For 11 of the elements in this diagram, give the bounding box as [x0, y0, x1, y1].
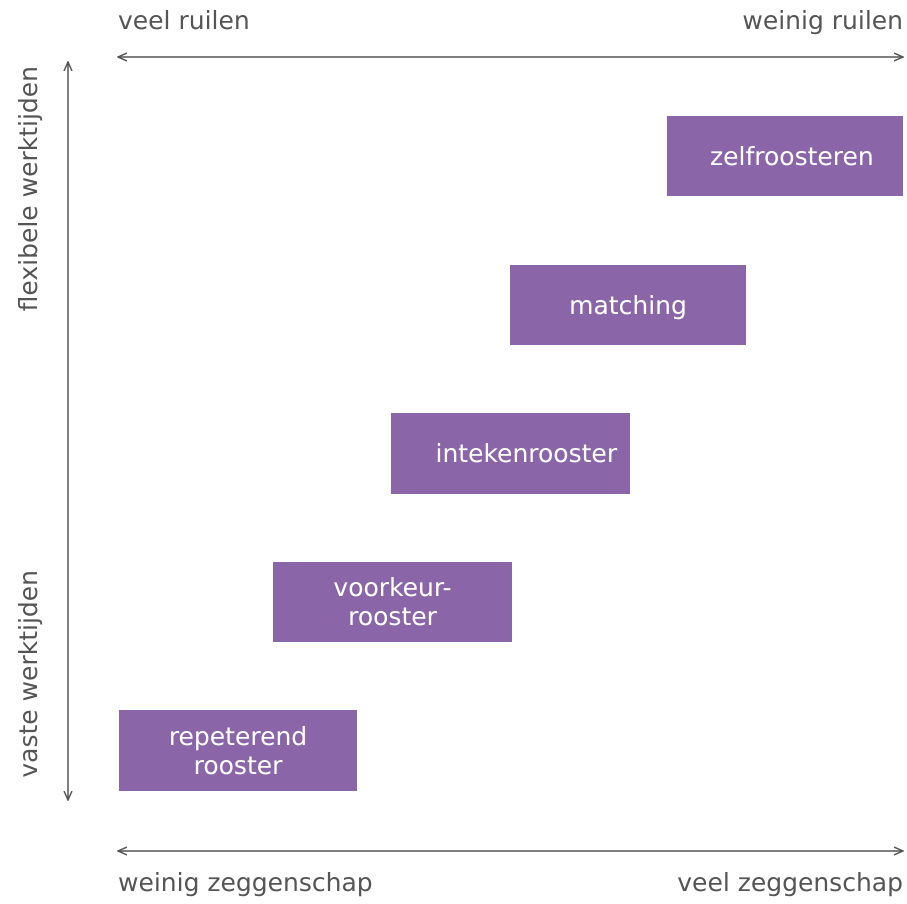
axis-label: veel zeggenschap	[677, 868, 903, 897]
axis-label: flexibele werktijden	[14, 66, 43, 312]
approach-box: repeterend rooster	[119, 710, 357, 791]
axis-label: weinig zeggenschap	[118, 868, 373, 897]
approach-box: matching	[510, 265, 746, 345]
approach-box: zelfroosteren	[667, 116, 903, 196]
axis-label: veel ruilen	[118, 6, 250, 35]
axis-label: vaste werktijden	[14, 570, 43, 778]
axis-label: weinig ruilen	[742, 6, 903, 35]
approach-box: intekenrooster	[391, 413, 630, 494]
approach-box: voorkeur-rooster	[273, 562, 512, 642]
